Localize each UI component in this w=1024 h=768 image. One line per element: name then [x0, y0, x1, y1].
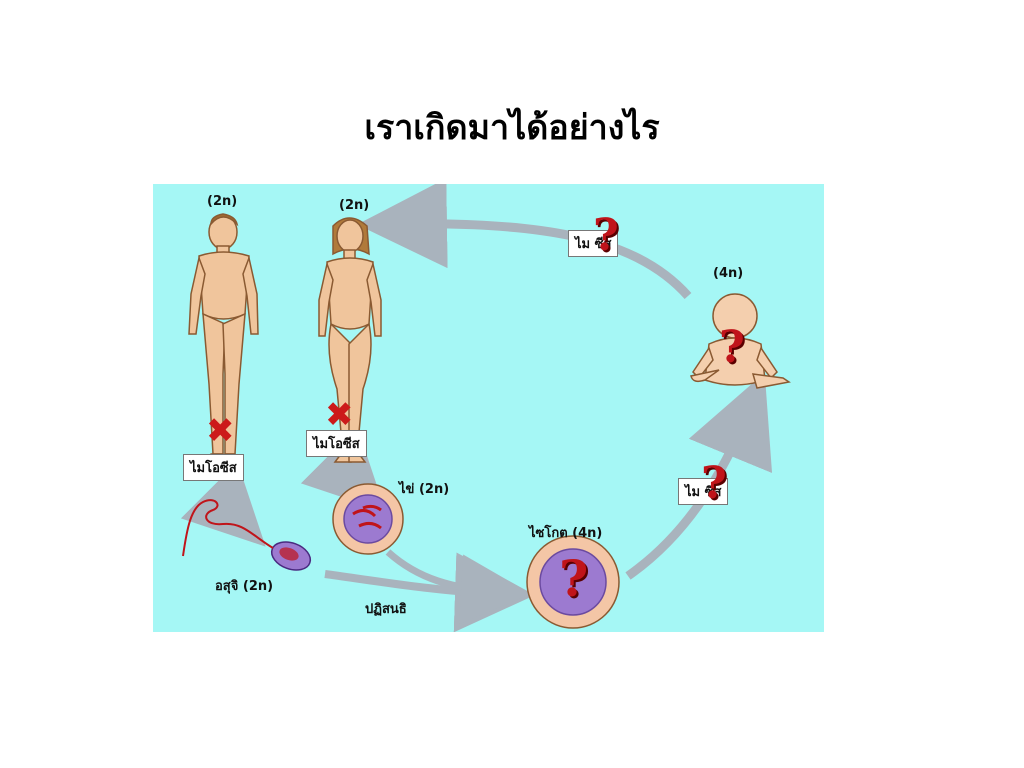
- diagram-graphics: [180, 184, 791, 632]
- egg-label: ไข่ (2n): [399, 482, 450, 497]
- meiosis-box-top: ไม ซีส: [568, 230, 619, 257]
- question-mark-right: ?: [701, 458, 727, 509]
- arrow-male-meiosis: [180, 461, 266, 547]
- sperm-label: อสุจิ (2n): [215, 579, 274, 594]
- slide-title: เราเกิดมาได้อย่างไร: [364, 108, 660, 148]
- male-ploidy-label: (2n): [207, 194, 238, 209]
- female-figure: [318, 217, 382, 463]
- meiosis-box-female: ไมโอซีส: [306, 430, 367, 457]
- life-cycle-diagram: (2n) (2n) (4n) ไม ซีส ไม ซีส ไมโอซีส ไมโ…: [153, 184, 824, 632]
- zygote-label: ไซโกต (4n): [529, 526, 603, 541]
- cross-mark-female: ✖: [325, 395, 354, 435]
- baby-ploidy-label: (4n): [713, 266, 744, 281]
- arrow-baby-to-parents: [357, 184, 692, 299]
- question-mark-top: ?: [593, 210, 619, 261]
- sperm-cell: [182, 499, 312, 571]
- question-mark-baby: ?: [719, 322, 745, 373]
- arrow-egg-to-zygote: [385, 549, 531, 625]
- baby-figure: [690, 293, 791, 389]
- meiosis-box-male: ไมโอซีส: [183, 454, 244, 481]
- egg-cell: [332, 483, 404, 555]
- female-ploidy-label: (2n): [339, 198, 370, 213]
- zygote-cell: [526, 535, 620, 629]
- question-mark-zygote: ?: [559, 549, 589, 608]
- fertilization-label: ปฏิสนธิ: [365, 602, 407, 617]
- cross-mark-male: ✖: [206, 411, 235, 451]
- meiosis-box-right: ไม ซีส: [678, 478, 729, 505]
